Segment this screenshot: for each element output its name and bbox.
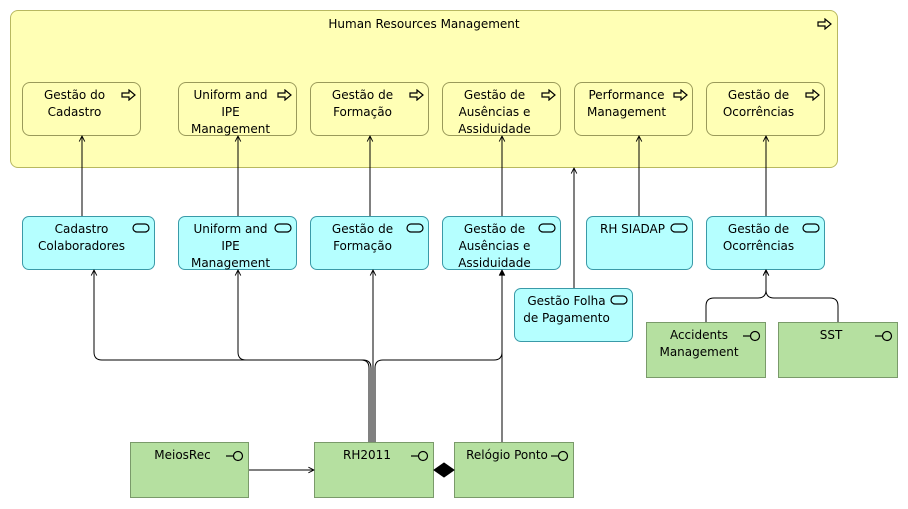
service-pill-icon bbox=[132, 223, 150, 233]
component-label: Accidents Management bbox=[659, 328, 739, 359]
function-gestao-de-ausencias[interactable]: Gestão de Ausências e Assiduidade bbox=[442, 82, 561, 136]
function-label: Uniform and IPE Management bbox=[190, 88, 271, 136]
service-rh-siadap[interactable]: RH SIADAP bbox=[586, 216, 693, 270]
function-gestao-do-cadastro[interactable]: Gestão do Cadastro bbox=[22, 82, 141, 136]
relation-sst-ocorrencias bbox=[766, 270, 839, 322]
component-sst[interactable]: SST bbox=[778, 322, 898, 378]
function-arrow-icon bbox=[805, 89, 820, 101]
function-label: Gestão de Ocorrências bbox=[722, 88, 795, 119]
interface-lollipop-icon bbox=[551, 450, 569, 462]
service-pill-icon bbox=[274, 223, 292, 233]
service-pill-icon bbox=[802, 223, 820, 233]
service-label: Cadastro Colaboradores bbox=[38, 222, 125, 253]
service-uniform-ipe-management[interactable]: Uniform and IPE Management bbox=[178, 216, 297, 270]
relation-rh2011-uniform bbox=[238, 270, 372, 442]
service-label: Gestão de Ocorrências bbox=[722, 222, 795, 253]
component-label: RH2011 bbox=[343, 448, 391, 462]
service-label: Uniform and IPE Management bbox=[190, 222, 271, 270]
interface-lollipop-icon bbox=[226, 450, 244, 462]
function-arrow-icon bbox=[409, 89, 424, 101]
service-label: Gestão Folha de Pagamento bbox=[523, 294, 610, 325]
service-pill-icon bbox=[406, 223, 424, 233]
service-label: RH SIADAP bbox=[599, 222, 665, 236]
service-cadastro-colaboradores[interactable]: Cadastro Colaboradores bbox=[22, 216, 155, 270]
interface-lollipop-icon bbox=[411, 450, 429, 462]
service-label: Gestão de Formação bbox=[331, 222, 394, 253]
service-pill-icon bbox=[670, 223, 688, 233]
function-arrow-icon bbox=[541, 89, 556, 101]
service-gestao-folha-de-pagamento[interactable]: Gestão Folha de Pagamento bbox=[514, 288, 633, 342]
component-label: SST bbox=[819, 328, 843, 342]
component-meiosrec[interactable]: MeiosRec bbox=[130, 442, 249, 498]
interface-lollipop-icon bbox=[743, 330, 761, 342]
function-gestao-de-ocorrencias[interactable]: Gestão de Ocorrências bbox=[706, 82, 825, 136]
function-label: Gestão de Ausências e Assiduidade bbox=[458, 88, 531, 136]
service-gestao-de-formacao[interactable]: Gestão de Formação bbox=[310, 216, 429, 270]
component-relogio-ponto[interactable]: Relógio Ponto bbox=[454, 442, 574, 498]
service-label: Gestão de Ausências e Assiduidade bbox=[458, 222, 531, 270]
component-label: Relógio Ponto bbox=[466, 448, 548, 462]
component-accidents-management[interactable]: Accidents Management bbox=[646, 322, 766, 378]
service-pill-icon bbox=[610, 295, 628, 305]
group-title: Human Resources Management bbox=[328, 17, 520, 31]
function-arrow-icon bbox=[277, 89, 292, 101]
component-label: MeiosRec bbox=[154, 448, 211, 462]
function-label: Gestão de Formação bbox=[331, 88, 394, 119]
function-arrow-icon bbox=[817, 18, 832, 30]
relation-rh2011-ausencias bbox=[374, 270, 502, 442]
function-label: Gestão do Cadastro bbox=[43, 88, 106, 119]
function-arrow-icon bbox=[673, 89, 688, 101]
service-pill-icon bbox=[538, 223, 556, 233]
component-rh2011[interactable]: RH2011 bbox=[314, 442, 434, 498]
function-arrow-icon bbox=[121, 89, 136, 101]
function-gestao-de-formacao[interactable]: Gestão de Formação bbox=[310, 82, 429, 136]
composition-diamond bbox=[433, 462, 455, 478]
relation-rh2011-cadastro bbox=[94, 270, 370, 442]
function-performance-management[interactable]: Performance Management bbox=[574, 82, 693, 136]
relation-accidents-ocorrencias bbox=[705, 270, 766, 322]
function-uniform-ipe-management[interactable]: Uniform and IPE Management bbox=[178, 82, 297, 136]
interface-lollipop-icon bbox=[875, 330, 893, 342]
function-label: Performance Management bbox=[586, 88, 667, 119]
service-gestao-de-ocorrencias[interactable]: Gestão de Ocorrências bbox=[706, 216, 825, 270]
